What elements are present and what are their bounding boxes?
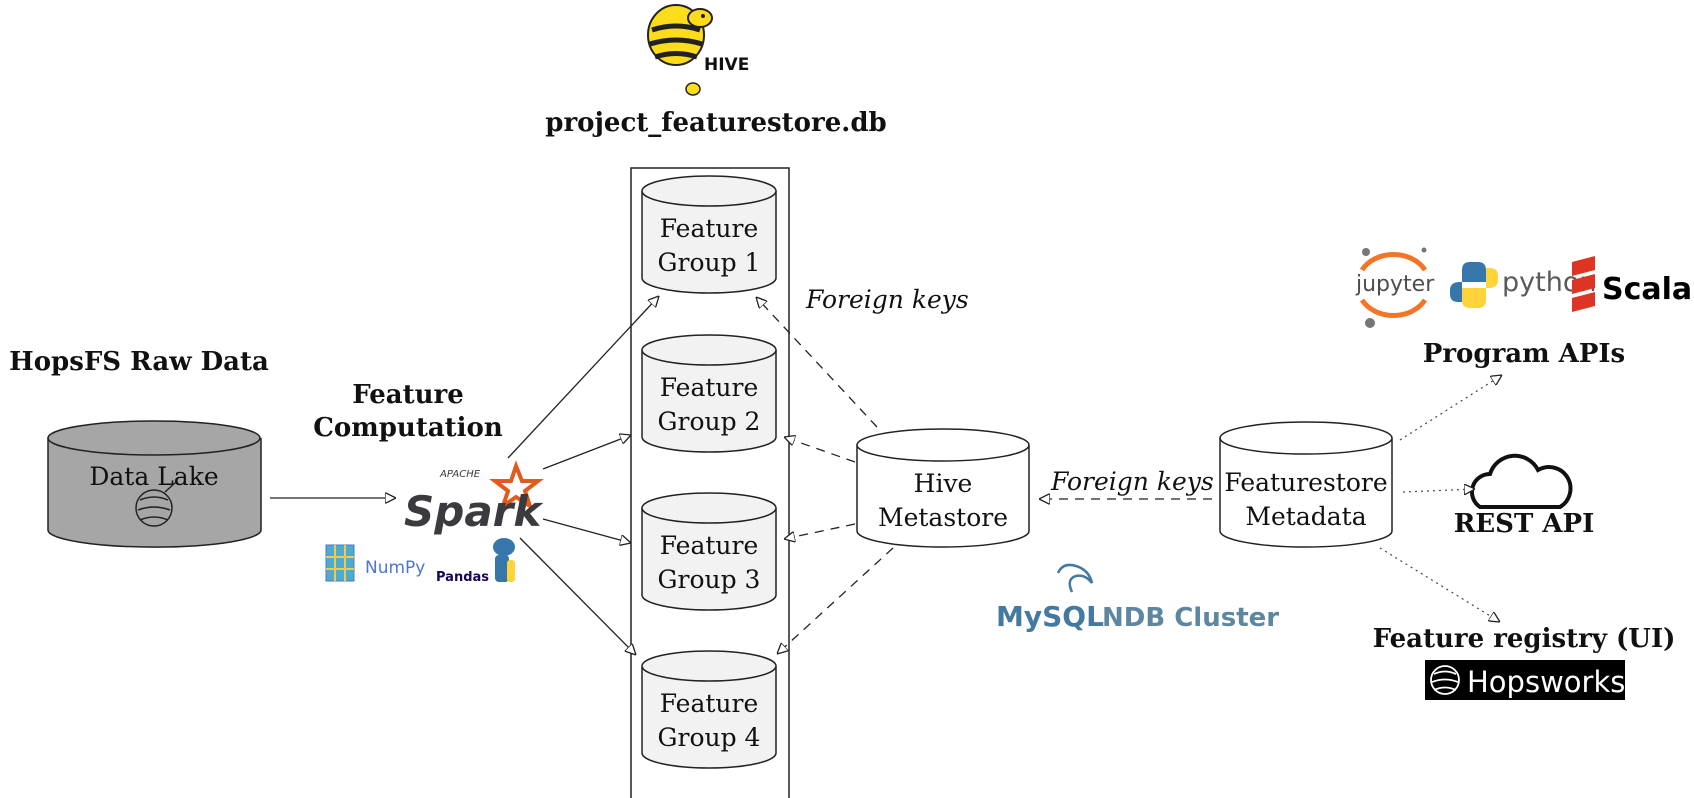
fk-arrow-metastore-to-fg3 — [784, 523, 856, 539]
feature-computation-title-line2: Computation — [313, 413, 503, 443]
hive-metastore-cylinder: Hive Metastore — [856, 428, 1030, 548]
numpy-cube-icon — [325, 544, 355, 582]
spark-star-icon — [489, 460, 544, 512]
hopsworks-hops-icon — [1430, 665, 1460, 695]
spark-small-text: APACHE — [439, 469, 481, 480]
arrow-spark-to-fg4 — [519, 537, 636, 655]
feature-group-3-cylinder: Feature Group 3 — [641, 492, 777, 611]
fk-arrow-metastore-to-fg4 — [777, 547, 894, 654]
cloud-icon — [1469, 453, 1573, 509]
hive-logo-text: HIVE — [704, 55, 749, 75]
mysql-ndb-cluster-logo: MySQL NDB Cluster — [996, 563, 1279, 633]
hops-icon — [135, 481, 177, 527]
arrow-spark-to-fg3 — [542, 518, 631, 543]
feature-group-2-label-line2: Group 2 — [658, 407, 761, 436]
data-lake-label: Data Lake — [89, 462, 218, 491]
pandas-logo-text: Pandas — [436, 570, 489, 585]
feature-group-1-cylinder: Feature Group 1 — [641, 175, 777, 294]
mysql-dolphin-icon — [1056, 563, 1094, 593]
data-lake-cylinder: Data Lake — [47, 420, 262, 548]
python-snake-yellow-icon — [1462, 268, 1498, 308]
hopsfs-raw-data-title: HopsFS Raw Data — [9, 347, 269, 377]
fk-arrow-metastore-to-fg1 — [756, 297, 878, 428]
featurestore-metadata-label-line1: Featurestore — [1224, 468, 1387, 497]
featurestore-db-title: project_featurestore.db — [545, 108, 886, 138]
feature-store-db-container — [630, 167, 790, 798]
fk-arrow-metastore-to-fg2 — [784, 437, 856, 463]
spark-logo-text: Spark — [404, 487, 544, 536]
arrow-spark-to-fg2 — [542, 435, 631, 470]
foreign-keys-label-top: Foreign keys — [805, 285, 969, 314]
spark-logo: APACHE Spark — [404, 460, 544, 536]
feature-group-3-label-line1: Feature — [660, 531, 759, 560]
foreign-keys-label-mid: Foreign keys — [1050, 467, 1214, 496]
hive-metastore-label-line1: Hive — [914, 469, 973, 498]
feature-group-3-label-line2: Group 3 — [658, 565, 761, 594]
rest-api-title: REST API — [1454, 509, 1595, 539]
feature-registry-title: Feature registry (UI) — [1373, 624, 1676, 654]
python-snake-blue-icon — [1450, 262, 1486, 302]
pandas-python-mascot-icon — [493, 538, 515, 582]
feature-group-4-cylinder: Feature Group 4 — [641, 650, 777, 769]
feature-computation-title-line1: Feature — [352, 380, 464, 410]
dotted-arrow-metadata-to-rest-api — [1402, 489, 1475, 492]
feature-group-2-label-line1: Feature — [660, 373, 759, 402]
scala-logo-text: Scala — [1602, 272, 1692, 307]
dotted-arrow-metadata-to-program-apis — [1399, 375, 1502, 441]
numpy-logo: NumPy — [325, 544, 425, 582]
feature-group-1-label-line2: Group 1 — [658, 248, 761, 277]
pandas-logo: Pandas — [436, 538, 515, 585]
featurestore-metadata-label-line2: Metadata — [1245, 502, 1366, 531]
numpy-logo-text: NumPy — [365, 558, 425, 578]
scala-logo: Scala — [1572, 256, 1692, 312]
feature-group-4-label-line2: Group 4 — [658, 723, 761, 752]
dotted-arrow-metadata-to-feature-registry — [1379, 547, 1500, 622]
hopsworks-logo-text: Hopsworks — [1467, 665, 1625, 699]
jupyter-logo-text: jupyter — [1355, 272, 1435, 297]
mysql-logo-text: MySQL — [996, 600, 1104, 633]
jupyter-logo: jupyter — [1355, 247, 1435, 328]
ndb-cluster-logo-text: NDB Cluster — [1102, 603, 1279, 633]
scala-stairs-icon — [1572, 256, 1595, 312]
hive-metastore-label-line2: Metastore — [878, 503, 1008, 532]
featurestore-metadata-cylinder: Featurestore Metadata — [1219, 421, 1393, 548]
feature-group-2-cylinder: Feature Group 2 — [641, 334, 777, 453]
arrow-spark-to-fg1 — [507, 296, 659, 459]
hopsworks-logo: Hopsworks — [1425, 660, 1625, 700]
feature-group-1-label-line1: Feature — [660, 214, 759, 243]
program-apis-title: Program APIs — [1423, 339, 1625, 369]
feature-group-4-label-line1: Feature — [660, 689, 759, 718]
hive-logo: HIVE — [647, 4, 749, 96]
